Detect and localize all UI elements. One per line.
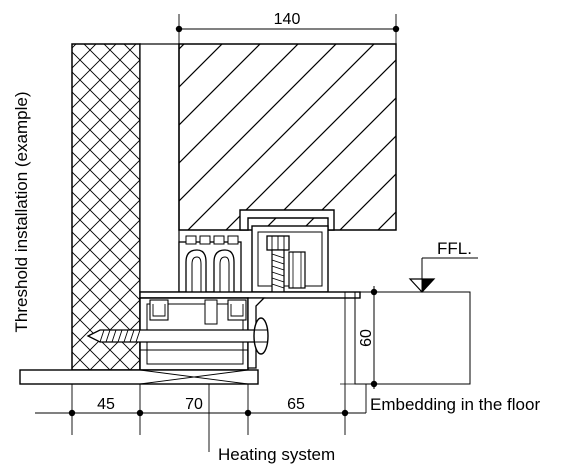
embedding-box — [354, 291, 471, 385]
dim-bottom-45: 45 — [97, 396, 115, 413]
page-title: Threshold installation (example) — [12, 92, 31, 333]
dim-height-60: 60 — [358, 329, 375, 347]
dim-top-140: 140 — [274, 11, 301, 28]
dimension-lines — [35, 14, 397, 452]
dim-bottom-70: 70 — [185, 396, 203, 413]
dimension-dots — [68, 25, 400, 417]
door-bottom-profile — [239, 209, 335, 293]
ffl-label: FFL. — [437, 239, 472, 258]
masonry-wall — [71, 43, 141, 371]
embedding-label: Embedding in the floor — [370, 395, 540, 414]
heating-label: Heating system — [218, 445, 335, 464]
floor-slab — [19, 369, 259, 385]
screed-cross-2 — [139, 369, 249, 385]
anchor-screw — [86, 317, 269, 355]
door-leaf — [178, 43, 397, 231]
seal-profile — [178, 235, 242, 293]
dim-bottom-65: 65 — [287, 396, 305, 413]
insulation-gap — [139, 43, 180, 293]
ffl-marker — [408, 257, 478, 293]
